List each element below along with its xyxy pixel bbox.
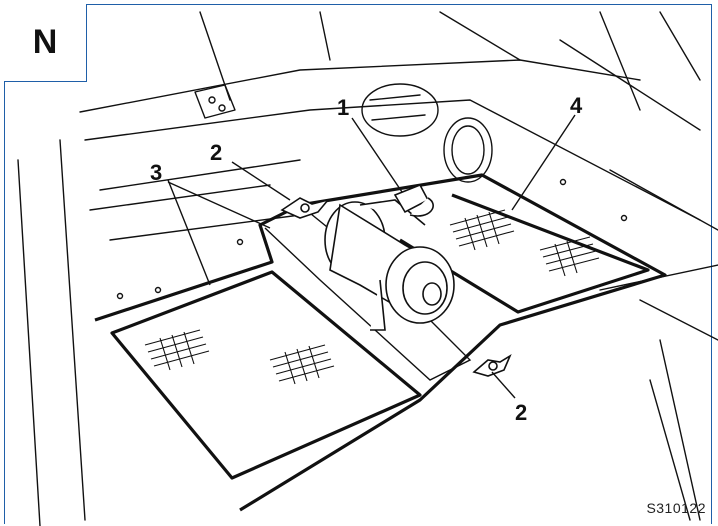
filter-right-panel bbox=[399, 193, 650, 314]
callout-3: 3 bbox=[150, 160, 163, 185]
callout-4: 4 bbox=[570, 93, 583, 118]
mesh-right-b bbox=[539, 236, 600, 277]
housing-left-inner bbox=[59, 139, 86, 521]
leader-3b bbox=[167, 181, 271, 229]
callout-2-bottom: 2 bbox=[515, 400, 528, 425]
motor-strap bbox=[370, 279, 386, 331]
blower-housing bbox=[361, 83, 439, 137]
mesh-right-a bbox=[449, 209, 515, 251]
mesh-left-a bbox=[144, 329, 210, 371]
filter-tray-outline bbox=[94, 173, 667, 512]
motor-shaft bbox=[422, 282, 442, 306]
leader-1 bbox=[351, 117, 403, 193]
leader-2-top bbox=[231, 161, 291, 201]
frame-border bbox=[4, 4, 712, 524]
leader-4 bbox=[511, 114, 576, 211]
housing-top-rim bbox=[79, 59, 641, 113]
figure-code: S310122 bbox=[646, 500, 706, 516]
leader-3a bbox=[167, 179, 211, 286]
air-port bbox=[443, 117, 493, 183]
section-label: N bbox=[4, 4, 87, 82]
housing-left-wall bbox=[17, 159, 41, 526]
callout-1: 1 bbox=[337, 95, 350, 120]
mount-bracket bbox=[194, 84, 236, 119]
mesh-left-b bbox=[269, 344, 335, 385]
housing-back-ledge bbox=[84, 99, 701, 221]
callout-2-top: 2 bbox=[210, 140, 223, 165]
filter-left-panel bbox=[110, 270, 422, 480]
leader-2-bottom bbox=[491, 371, 516, 399]
